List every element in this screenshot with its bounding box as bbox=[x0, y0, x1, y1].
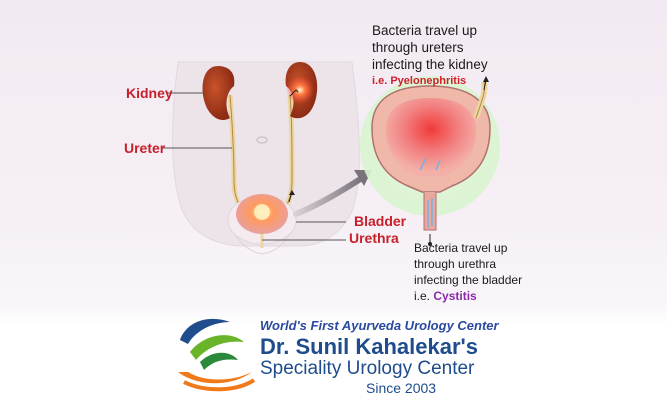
bladder-label: Bladder bbox=[354, 213, 407, 229]
left-kidney bbox=[202, 66, 235, 120]
brand-subtitle: Speciality Urology Center bbox=[260, 358, 475, 379]
navel bbox=[256, 136, 268, 144]
bladder-urethra bbox=[423, 192, 437, 231]
brand-tagline: World's First Ayurveda Urology Center bbox=[260, 318, 499, 333]
bladder-interior bbox=[386, 98, 476, 176]
ureter-label: Ureter bbox=[124, 140, 166, 156]
kidney-label: Kidney bbox=[126, 85, 173, 101]
brand-name: Dr. Sunil Kahalekar's bbox=[260, 334, 478, 359]
clinic-logo bbox=[178, 318, 256, 392]
kidney-infection bbox=[286, 76, 314, 104]
urethra-label: Urethra bbox=[349, 230, 399, 246]
kidney-infection-note: Bacteria travel up through ureters infec… bbox=[372, 22, 488, 90]
zoom-arrow bbox=[293, 175, 365, 217]
cystitis-term: Cystitis bbox=[433, 289, 477, 303]
pyelonephritis-term: i.e. Pyelonephritis bbox=[372, 75, 467, 87]
brand-since: Since 2003 bbox=[366, 380, 437, 396]
bladder-infection-note: Bacteria travel up through urethra infec… bbox=[414, 241, 523, 303]
